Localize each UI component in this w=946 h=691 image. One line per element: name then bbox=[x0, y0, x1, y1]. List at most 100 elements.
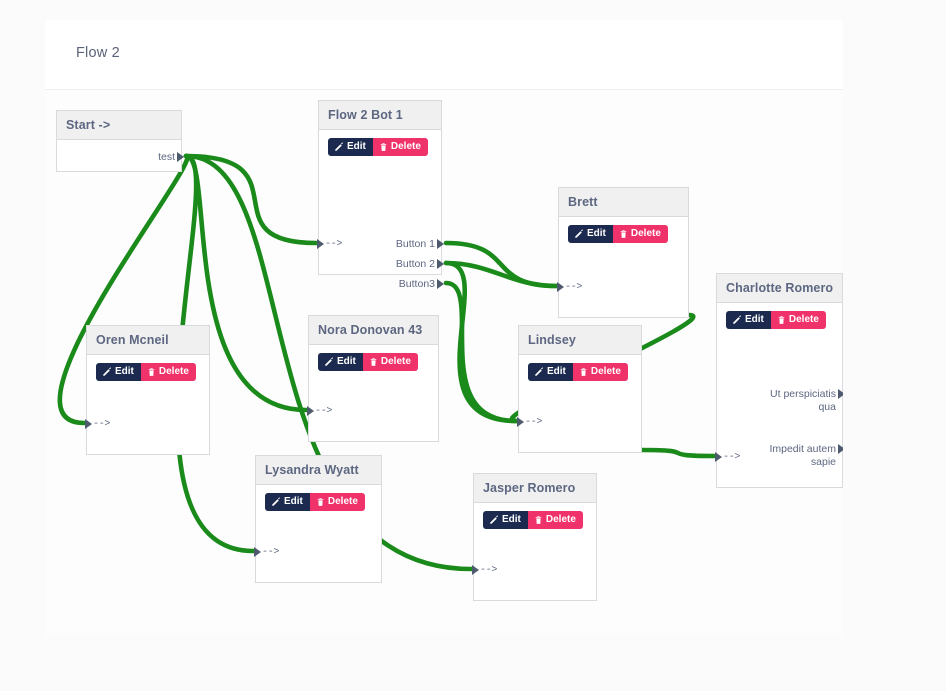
output-port-label: Ut perspiciatis qua bbox=[770, 388, 836, 413]
node-header[interactable]: Lysandra Wyatt bbox=[256, 456, 381, 485]
edit-button-label: Edit bbox=[347, 141, 366, 152]
input-port-label: --> bbox=[565, 282, 583, 293]
input-port-label: --> bbox=[525, 417, 543, 428]
delete-button[interactable]: Delete bbox=[612, 225, 668, 243]
edit-button[interactable]: Edit bbox=[96, 363, 141, 381]
port-arrow-icon bbox=[307, 406, 314, 416]
output-port[interactable]: Button3 bbox=[398, 278, 444, 291]
edit-button[interactable]: Edit bbox=[265, 493, 310, 511]
node-actions: Edit Delete bbox=[483, 511, 583, 529]
edit-button-label: Edit bbox=[284, 496, 303, 507]
trash-icon bbox=[619, 229, 628, 239]
delete-button[interactable]: Delete bbox=[309, 493, 365, 511]
node-header[interactable]: Flow 2 Bot 1 bbox=[319, 101, 441, 130]
delete-button-label: Delete bbox=[545, 514, 576, 525]
port-arrow-icon bbox=[517, 417, 524, 427]
node-title: Brett bbox=[568, 195, 598, 209]
node-title: Oren Mcneil bbox=[96, 333, 169, 347]
delete-button[interactable]: Delete bbox=[527, 511, 583, 529]
delete-button[interactable]: Delete bbox=[572, 363, 628, 381]
input-port[interactable]: --> bbox=[472, 564, 498, 577]
edit-button[interactable]: Edit bbox=[528, 363, 573, 381]
trash-icon bbox=[534, 515, 543, 525]
port-arrow-icon bbox=[177, 152, 184, 162]
input-port[interactable]: --> bbox=[715, 451, 740, 464]
output-port[interactable]: Button 1 bbox=[395, 238, 444, 251]
node-actions: Edit Delete bbox=[328, 138, 428, 156]
port-arrow-icon bbox=[437, 239, 444, 249]
flow-node-flow-2-bot-1[interactable]: Flow 2 Bot 1 Edit Delete --> Button 1 Button … bbox=[317, 100, 444, 290]
output-port-label: Button 1 bbox=[395, 238, 435, 250]
output-port[interactable]: Button 2 bbox=[396, 258, 444, 271]
flow-link bbox=[639, 447, 717, 459]
node-header[interactable]: Jasper Romero bbox=[474, 474, 596, 503]
node-title: Nora Donovan 43 bbox=[318, 323, 423, 337]
input-port-label: --> bbox=[480, 565, 498, 576]
port-arrow-icon bbox=[557, 282, 564, 292]
edit-button[interactable]: Edit bbox=[328, 138, 373, 156]
node-title: Start -> bbox=[66, 118, 111, 132]
input-port[interactable]: --> bbox=[85, 418, 110, 431]
output-port[interactable]: Ut perspiciatis qua bbox=[750, 388, 843, 414]
edit-button[interactable]: Edit bbox=[483, 511, 528, 529]
node-body: test bbox=[57, 140, 184, 171]
output-port[interactable]: Impedit autem sapie bbox=[750, 443, 843, 469]
output-port-label: test bbox=[158, 151, 175, 163]
input-port[interactable]: --> bbox=[307, 405, 332, 418]
node-header[interactable]: Nora Donovan 43 bbox=[309, 316, 438, 345]
node-body: Edit Delete --> bbox=[557, 217, 688, 317]
node-header[interactable]: Lindsey bbox=[519, 326, 641, 355]
port-arrow-icon bbox=[715, 452, 722, 462]
port-arrow-icon bbox=[838, 444, 843, 454]
node-body: Edit Delete --> bbox=[472, 503, 596, 600]
delete-button[interactable]: Delete bbox=[362, 353, 418, 371]
input-port[interactable]: --> bbox=[317, 238, 342, 251]
output-port[interactable]: test bbox=[158, 151, 184, 164]
node-header[interactable]: Start -> bbox=[57, 111, 181, 140]
delete-button[interactable]: Delete bbox=[140, 363, 196, 381]
delete-button[interactable]: Delete bbox=[372, 138, 428, 156]
output-port-label: Impedit autem sapie bbox=[769, 443, 836, 468]
trash-icon bbox=[369, 357, 378, 367]
edit-button-label: Edit bbox=[587, 228, 606, 239]
pencil-square-icon bbox=[102, 367, 112, 377]
trash-icon bbox=[316, 497, 325, 507]
edit-button-label: Edit bbox=[745, 314, 764, 325]
pencil-square-icon bbox=[271, 497, 281, 507]
pencil-square-icon bbox=[489, 515, 499, 525]
flow-link bbox=[443, 260, 519, 424]
input-port[interactable]: --> bbox=[254, 546, 279, 559]
edit-button-label: Edit bbox=[115, 366, 134, 377]
port-arrow-icon bbox=[838, 389, 843, 399]
node-header[interactable]: Brett bbox=[559, 188, 688, 217]
flow-node-start[interactable]: Start -> test bbox=[56, 110, 184, 172]
node-header[interactable]: Oren Mcneil bbox=[87, 326, 209, 355]
edit-button[interactable]: Edit bbox=[568, 225, 613, 243]
trash-icon bbox=[379, 142, 388, 152]
edit-button[interactable]: Edit bbox=[726, 311, 771, 329]
input-port[interactable]: --> bbox=[517, 416, 543, 429]
delete-button-label: Delete bbox=[788, 314, 819, 325]
delete-button-label: Delete bbox=[590, 366, 621, 377]
input-port[interactable]: --> bbox=[557, 281, 583, 294]
delete-button[interactable]: Delete bbox=[770, 311, 826, 329]
node-title: Charlotte Romero bbox=[726, 281, 834, 295]
flow-link bbox=[443, 240, 559, 289]
output-port-label: Button3 bbox=[398, 278, 435, 290]
flow-editor-header: Flow 2 bbox=[45, 20, 843, 90]
node-header[interactable]: Charlotte Romero bbox=[717, 274, 842, 303]
edit-button[interactable]: Edit bbox=[318, 353, 363, 371]
pencil-square-icon bbox=[574, 229, 584, 239]
